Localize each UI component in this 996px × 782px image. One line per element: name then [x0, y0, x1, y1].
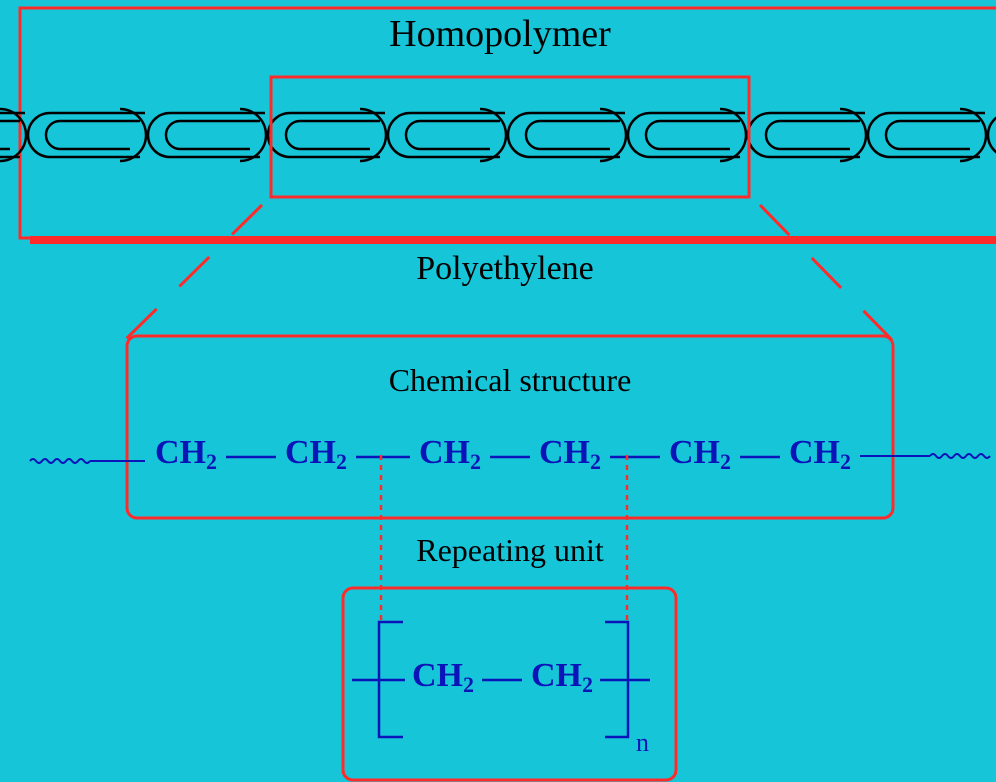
- ch2-subscript: 2: [582, 672, 593, 697]
- ch2-subscript: 2: [463, 672, 474, 697]
- wavy-bond-icon-left: [29, 458, 91, 464]
- paperclip-link-icon: [719, 107, 748, 163]
- paperclip-link-icon: [839, 107, 868, 163]
- paperclip-inner-icon: [284, 119, 380, 151]
- paperclip-icon: [626, 111, 745, 159]
- ch2-unit: CH2: [789, 434, 851, 475]
- paperclip-link-icon: [959, 107, 988, 163]
- wavy-bond-icon-right: [929, 453, 991, 459]
- ch2-base: CH: [531, 657, 582, 694]
- paperclip-icon: [866, 111, 985, 159]
- ch2-subscript: 2: [336, 449, 347, 474]
- homopolymer-frame-shadow: [30, 236, 996, 244]
- paperclip-inner-icon: [164, 119, 260, 151]
- paperclip-inner-icon: [884, 119, 980, 151]
- ch2-base: CH: [669, 434, 720, 471]
- ch2-base: CH: [155, 434, 206, 471]
- paperclip-inner-icon: [404, 119, 500, 151]
- repeating-unit-label: Repeating unit: [416, 532, 604, 568]
- ch2-subscript: 2: [720, 449, 731, 474]
- paperclip-inner-icon: [0, 119, 20, 151]
- ch2-unit: CH2: [539, 434, 601, 475]
- repeat-ch2-unit: CH2: [531, 657, 593, 698]
- zoom-line-left: [123, 203, 264, 342]
- paperclip-link-icon: [0, 107, 28, 163]
- ch2-unit: CH2: [419, 434, 481, 475]
- paperclip-icon: [386, 111, 505, 159]
- paperclip-inner-icon: [644, 119, 740, 151]
- paperclip-icon: [986, 116, 996, 154]
- paperclip-inner-icon: [44, 119, 140, 151]
- polyethylene-label: Polyethylene: [416, 250, 594, 287]
- paperclip-link-icon: [479, 107, 508, 163]
- ch2-subscript: 2: [206, 449, 217, 474]
- ch2-subscript: 2: [470, 449, 481, 474]
- ch2-base: CH: [419, 434, 470, 471]
- paperclip-chain-icon: [0, 107, 996, 163]
- repeating-unit-frame: [341, 586, 678, 782]
- repeat-index: n: [636, 728, 649, 757]
- paperclip-icon: [146, 111, 265, 159]
- ch2-subscript: 2: [840, 449, 851, 474]
- ch2-base: CH: [539, 434, 590, 471]
- ch2-base: CH: [412, 657, 463, 694]
- paperclip-icon: [266, 111, 385, 159]
- paperclip-icon: [506, 111, 625, 159]
- repeat-ch2-unit: CH2: [412, 657, 474, 698]
- paperclip-link-icon: [359, 107, 388, 163]
- ch2-unit: CH2: [285, 434, 347, 475]
- paperclip-link-icon: [599, 107, 628, 163]
- paperclip-inner-icon: [764, 119, 860, 151]
- ch2-unit: CH2: [155, 434, 217, 475]
- zoom-highlight-box: [269, 75, 751, 199]
- paperclip-icon: [26, 111, 145, 159]
- diagram-title: Homopolymer: [389, 13, 611, 55]
- ch2-subscript: 2: [590, 449, 601, 474]
- ch2-base: CH: [285, 434, 336, 471]
- chemical-structure-label: Chemical structure: [388, 362, 632, 398]
- chemical-structure-frame: [125, 334, 895, 520]
- paperclip-link-icon: [119, 107, 148, 163]
- paperclip-link-icon: [239, 107, 268, 163]
- ch2-base: CH: [789, 434, 840, 471]
- paperclip-inner-icon: [524, 119, 620, 151]
- ch2-unit: CH2: [669, 434, 731, 475]
- zoom-line-right: [758, 203, 894, 342]
